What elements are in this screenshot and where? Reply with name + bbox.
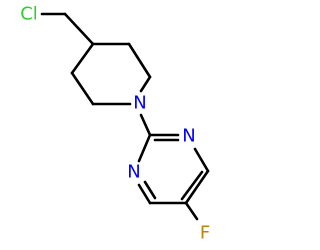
bond-c6-n1-single <box>137 183 152 205</box>
bond-n3-c4 <box>193 147 210 173</box>
bond-c4-c5-double <box>180 170 204 201</box>
atom-labels: Cl N N N F <box>20 4 210 244</box>
piperidine-nitrogen-label: N <box>133 93 146 114</box>
bond-c5-f <box>184 201 199 221</box>
pyrimidine-ring <box>137 133 210 205</box>
bond-c2-n <box>139 75 152 93</box>
bond-c4-c5-single <box>184 169 210 205</box>
bond-c6-n1-double <box>143 180 157 200</box>
bond-n1-c2 <box>137 133 152 163</box>
bond-c3-c2 <box>127 42 152 79</box>
chloromethyl-bonds <box>40 12 95 46</box>
chlorine-label: Cl <box>20 4 38 25</box>
bond-n-pyrimidine <box>139 113 152 137</box>
piperidine-ring <box>70 42 152 106</box>
molecule-structure: Cl N N N F <box>20 4 210 244</box>
fluorine-label: F <box>200 223 210 244</box>
bond-c6-c5 <box>70 71 95 106</box>
pyrimidine-nitrogen-label: N <box>182 126 195 147</box>
bond-ch2-c4 <box>63 12 95 46</box>
pyrimidine-nitrogen-label: N <box>127 162 140 183</box>
bond-c5-c4 <box>70 42 95 75</box>
